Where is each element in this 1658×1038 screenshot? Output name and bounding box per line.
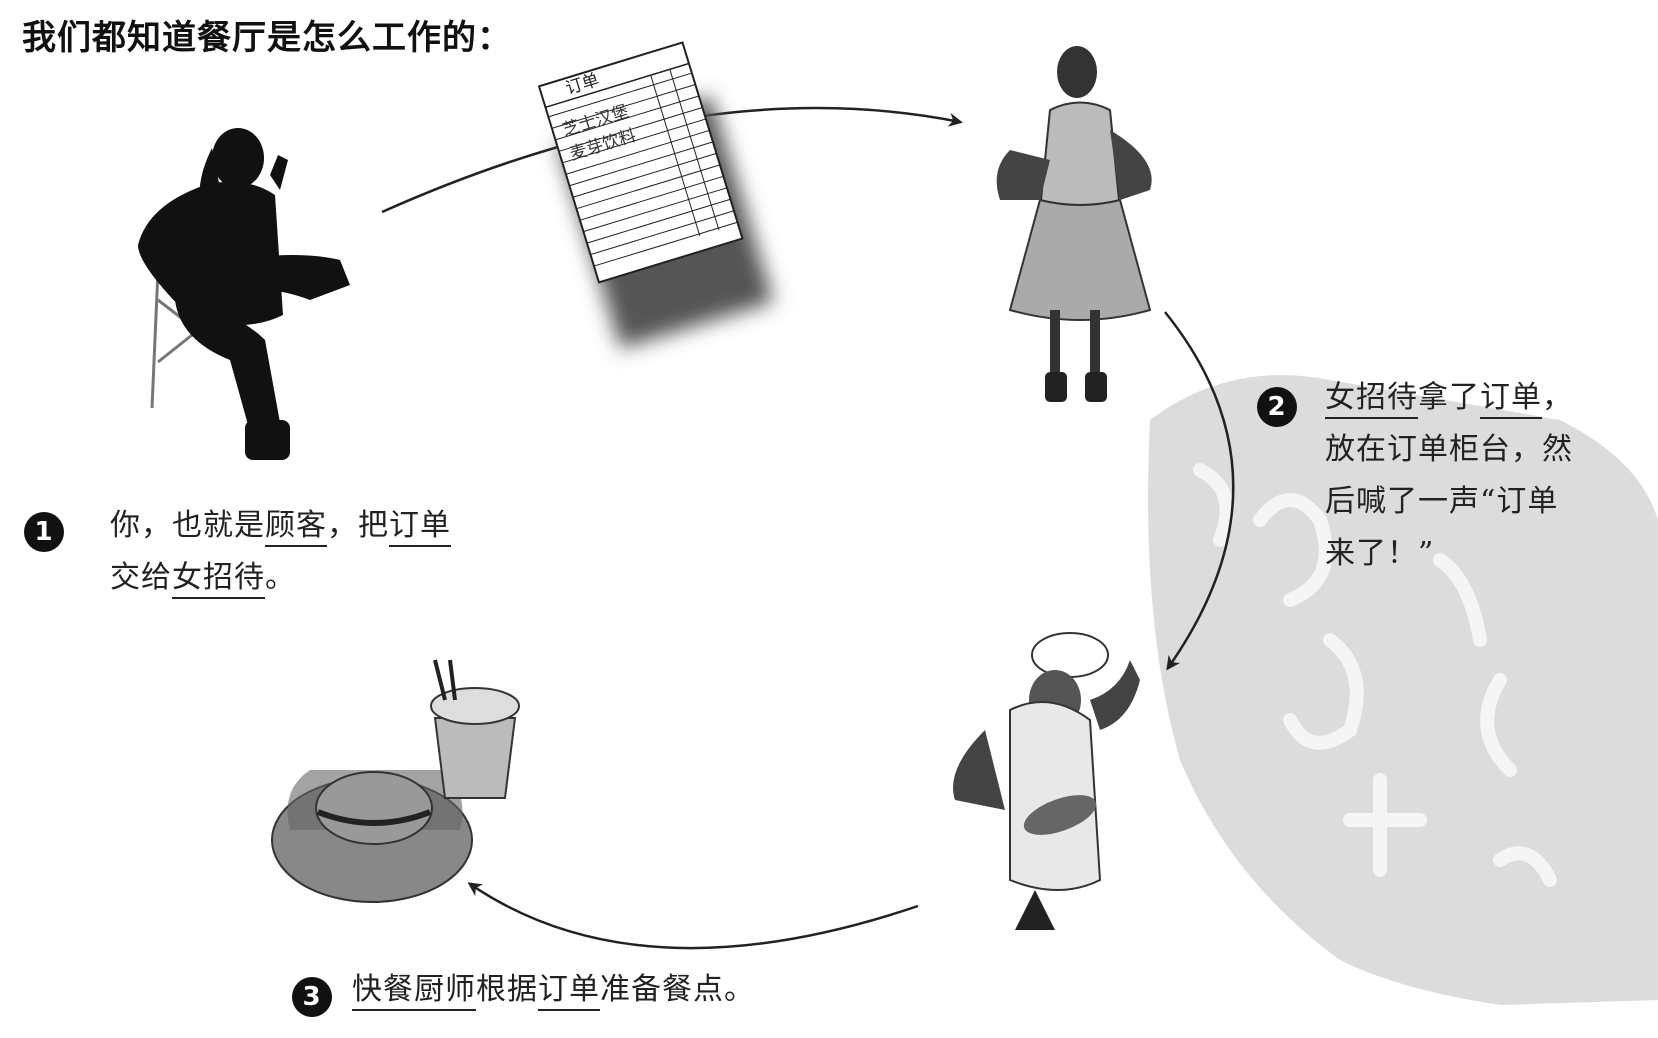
- arrow-chef-to-meal: [467, 882, 919, 950]
- text: 准备餐点。: [600, 972, 755, 1007]
- step-2-text: 女招待拿了订单， 放在订单柜台，然 后喊了一声“订单 来了！”: [1325, 372, 1615, 580]
- term-order: 订单: [538, 972, 600, 1011]
- step-number: 3: [292, 977, 332, 1017]
- meal-photo: [271, 659, 520, 903]
- term-waitress: 女招待: [1325, 380, 1418, 419]
- order-slip-image: 订单 芝士汉堡 麦芽饮料: [537, 41, 774, 349]
- page-heading: 我们都知道餐厅是怎么工作的：: [22, 18, 512, 58]
- term-waitress: 女招待: [172, 560, 265, 599]
- arrow-waitress-to-chef: [1164, 311, 1235, 671]
- text: 你，也就是: [110, 508, 265, 543]
- waitress-photo: [996, 46, 1152, 402]
- step-3-badge: 3: [292, 970, 332, 1022]
- text: 拿了: [1418, 380, 1480, 415]
- text: 根据: [476, 972, 538, 1007]
- step-number: 2: [1257, 387, 1297, 427]
- step-1-text: 你，也就是顾客，把订单 交给女招待。: [110, 500, 510, 604]
- text: 来了！”: [1325, 536, 1435, 571]
- term-customer: 顾客: [265, 508, 327, 547]
- step-1-badge: 1: [24, 505, 64, 557]
- chef-photo: [953, 632, 1140, 930]
- text: 交给: [110, 560, 172, 595]
- watermark-seal: [1148, 375, 1658, 1005]
- text: ，: [1542, 380, 1573, 415]
- customer-photo: [138, 128, 350, 460]
- step-2-badge: 2: [1257, 380, 1297, 432]
- text: 。: [265, 560, 296, 595]
- text: 放在订单柜台，然: [1325, 432, 1573, 467]
- text: 后喊了一声“订单: [1325, 484, 1559, 519]
- text: ，把: [327, 508, 389, 543]
- term-order: 订单: [389, 508, 451, 547]
- term-short-order-cook: 快餐厨师: [352, 972, 476, 1011]
- step-3-text: 快餐厨师根据订单准备餐点。: [352, 964, 952, 1016]
- term-order: 订单: [1480, 380, 1542, 419]
- step-number: 1: [24, 512, 64, 552]
